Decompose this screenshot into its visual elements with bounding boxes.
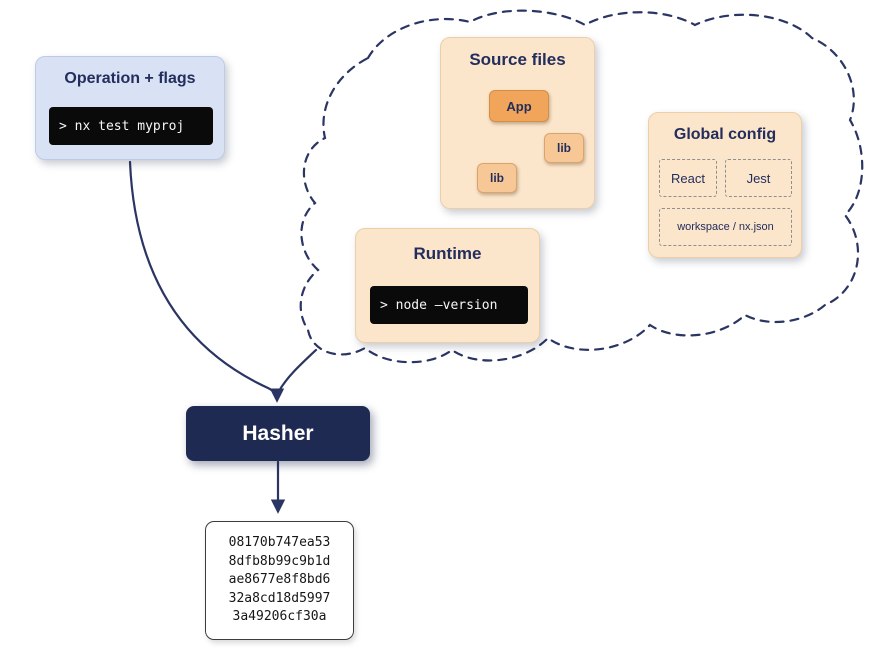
config-item-workspace: workspace / nx.json [659, 208, 792, 246]
config-item-workspace-label: workspace / nx.json [677, 221, 774, 233]
operation-flags-title: Operation + flags [64, 70, 196, 87]
app-node: App [489, 90, 549, 122]
source-files-title: Source files [469, 50, 566, 69]
runtime-command-terminal: > node –version [370, 286, 528, 324]
hash-line: 08170b747ea53 [228, 535, 331, 551]
environment-blob-outline [299, 9, 864, 364]
arrow-blob-to-hasher [277, 348, 318, 393]
hash-line: ae8677e8f8bd6 [228, 572, 331, 588]
runtime-card: Runtime > node –version [355, 228, 540, 343]
hash-line: 8dfb8b99c9b1d [228, 553, 331, 569]
runtime-title: Runtime [413, 244, 482, 263]
config-item-react-label: React [671, 170, 705, 186]
lib-node-right-label: lib [557, 141, 571, 155]
lib-node-left: lib [477, 163, 517, 193]
hasher-box: Hasher [186, 406, 370, 461]
source-files-card: Source files App lib lib [440, 37, 595, 209]
arrow-operation-to-hasher [128, 160, 285, 403]
hash-line: 32a8cd18d5997 [228, 590, 331, 606]
operation-flags-card: Operation + flags > nx test myproj [35, 56, 225, 160]
hash-line: 3a49206cf30a [232, 609, 327, 625]
global-config-title: Global config [673, 126, 777, 143]
global-config-card: Global config React Jest workspace / nx.… [648, 112, 802, 258]
hasher-label: Hasher [242, 421, 314, 445]
config-item-jest: Jest [725, 159, 792, 197]
app-node-label: App [506, 98, 532, 114]
config-item-react: React [659, 159, 717, 197]
config-item-jest-label: Jest [746, 170, 771, 186]
operation-command-text: > nx test myproj [59, 118, 185, 134]
runtime-command-text: > node –version [380, 297, 498, 313]
operation-command-terminal: > nx test myproj [49, 107, 213, 145]
hash-output-box: 08170b747ea53 8dfb8b99c9b1d ae8677e8f8bd… [205, 521, 354, 640]
lib-node-right: lib [544, 133, 584, 163]
lib-node-left-label: lib [490, 171, 504, 185]
